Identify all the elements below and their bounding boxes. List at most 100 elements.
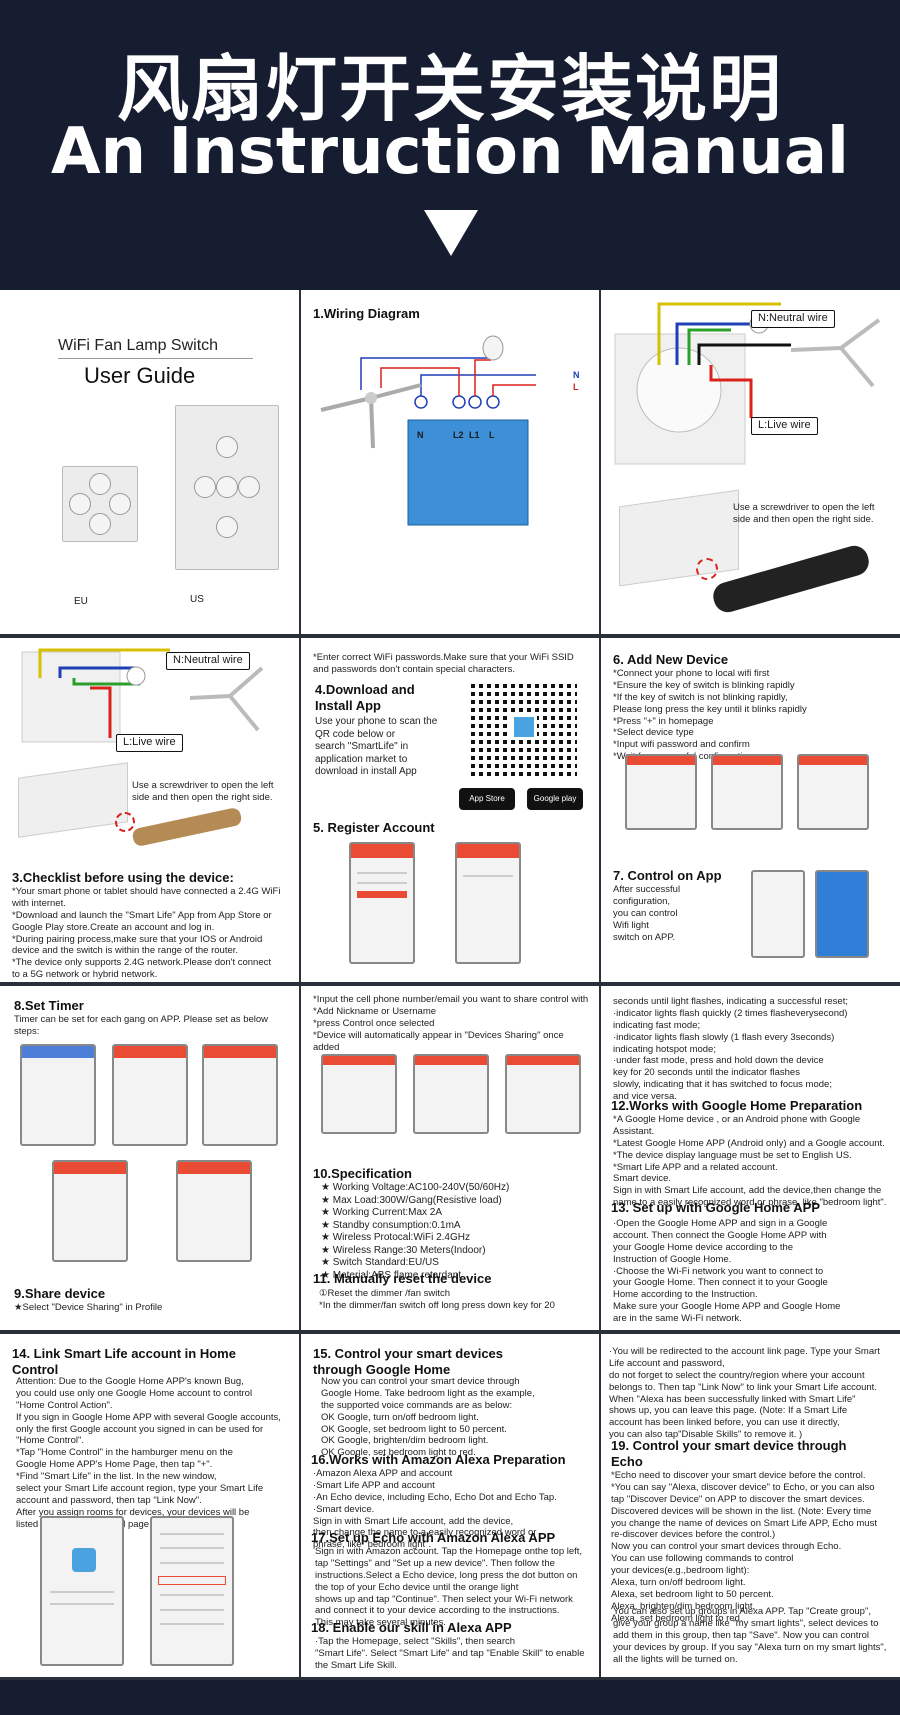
google-prep-title: 12.Works with Google Home Preparation xyxy=(611,1098,863,1113)
panel-google-alexa: 15. Control your smart devices through G… xyxy=(301,1334,599,1677)
phone-screenshot-fan xyxy=(815,870,869,958)
phone-screenshot-pairing xyxy=(711,754,783,830)
download-title: 4.Download and Install App xyxy=(315,682,415,714)
terminal-l2: L2 xyxy=(453,430,464,440)
echo-control-title: 19. Control your smart device through Ec… xyxy=(611,1438,847,1470)
skill-title: 18. Enable our skill in Alexa APP xyxy=(311,1620,512,1635)
neutral-wire-label: N:Neutral wire xyxy=(166,652,250,670)
phone-screenshot-verify xyxy=(455,842,521,964)
wiring-photo-svg xyxy=(614,302,881,465)
switch-button-icon xyxy=(89,473,111,495)
phone-screenshot-success xyxy=(797,754,869,830)
panel-checklist: N:Neutral wire L:Live wire Use a screwdr… xyxy=(0,638,299,982)
eu-label: EU xyxy=(74,596,88,607)
screwdriver-image xyxy=(131,806,243,848)
share-instructions: *Input the cell phone number/email you w… xyxy=(313,994,589,1053)
header-banner: 风扇灯开关安装说明 An Instruction Manual xyxy=(0,0,900,290)
spec-title: 10.Specification xyxy=(313,1166,412,1181)
link-body: Attention: Due to the Google Home APP's … xyxy=(16,1376,281,1530)
switch-back-image xyxy=(619,489,739,587)
echo-control-body: *Echo need to discover your smart device… xyxy=(611,1470,877,1624)
panel-download-app: *Enter correct WiFi passwords.Make sure … xyxy=(301,638,599,982)
guide-divider xyxy=(58,358,253,359)
add-device-title: 6. Add New Device xyxy=(613,652,729,667)
skill-body: ·Tap the Homepage, select "Skills", then… xyxy=(315,1636,585,1671)
wiring-title: 1.Wiring Diagram xyxy=(313,306,420,321)
pry-point-icon xyxy=(115,812,135,832)
panel-user-guide: WiFi Fan Lamp Switch User Guide EU US xyxy=(0,290,299,634)
phone-screenshot-control xyxy=(751,870,805,958)
wire-l-label: L xyxy=(573,382,579,392)
app-store-badge[interactable]: App Store xyxy=(459,788,515,810)
terminal-l1: L1 xyxy=(469,430,480,440)
phone-screenshot-add xyxy=(625,754,697,830)
google-prep-body: *A Google Home device , or an Android ph… xyxy=(613,1114,887,1209)
reset-continued: seconds until light flashes, indicating … xyxy=(613,996,848,1102)
phone-screenshot-timer-2 xyxy=(112,1044,188,1146)
echo-setup-body: Sign in with Amazon account. Tap the Hom… xyxy=(315,1546,583,1629)
wire-n-label: N xyxy=(573,370,580,380)
smartlife-logo-icon xyxy=(511,714,537,740)
neutral-wire-label: N:Neutral wire xyxy=(751,310,835,328)
us-label: US xyxy=(190,594,204,605)
google-play-badge[interactable]: Google play xyxy=(527,788,583,810)
wifi-note: *Enter correct WiFi passwords.Make sure … xyxy=(313,652,574,675)
switch-button-icon xyxy=(109,493,131,515)
alexa-prep-title: 16.Works with Amazon Alexa Preparation xyxy=(311,1452,566,1467)
checklist-title: 3.Checklist before using the device: xyxy=(12,870,234,885)
phone-screenshot-add-devices xyxy=(150,1516,234,1666)
panel-wiring-diagram: 1.Wiring Diagram N L2 L1 L N L xyxy=(301,290,599,634)
control-app-title: 7. Control on App xyxy=(613,868,722,883)
add-device-body: *Connect your phone to local wifi first … xyxy=(613,668,807,762)
checklist-body: *Your smart phone or tablet should have … xyxy=(12,886,281,981)
control-google-body: Now you can control your smart device th… xyxy=(321,1376,535,1459)
title-english: An Instruction Manual xyxy=(51,115,849,189)
google-setup-title: 13. Set up with Google Home APP xyxy=(611,1200,820,1215)
phone-screenshot-register xyxy=(349,842,415,964)
phone-screenshot-google-home xyxy=(40,1516,124,1666)
switch-button-icon xyxy=(194,476,216,498)
screwdriver-instruction: Use a screwdriver to open the left side … xyxy=(132,780,274,803)
phone-screenshot-timer-3 xyxy=(202,1044,278,1146)
guide-subtitle: User Guide xyxy=(84,363,196,388)
switch-button-icon xyxy=(89,513,111,535)
timer-body: Timer can be set for each gang on APP. P… xyxy=(14,1014,269,1037)
switch-button-icon xyxy=(216,436,238,458)
panel-set-timer: 8.Set Timer Timer can be set for each ga… xyxy=(0,986,299,1330)
guide-title: WiFi Fan Lamp Switch xyxy=(58,337,219,354)
screwdriver-instruction: Use a screwdriver to open the left side … xyxy=(733,502,875,525)
share-title: 9.Share device xyxy=(14,1286,106,1301)
eu-switch-image xyxy=(62,466,138,542)
live-wire-label: L:Live wire xyxy=(751,417,818,435)
alexa-prep-body: ·Amazon Alexa APP and account ·Smart Lif… xyxy=(313,1468,557,1551)
control-google-title: 15. Control your smart devices through G… xyxy=(313,1346,504,1378)
phone-screenshot-share-5 xyxy=(505,1054,581,1134)
spec-items: ★ Working Voltage:AC100-240V(50/60Hz) ★ … xyxy=(321,1182,510,1281)
down-arrow-icon xyxy=(424,210,478,256)
panel-echo-control: ·You will be redirected to the account l… xyxy=(601,1334,900,1677)
footer-band xyxy=(0,1680,900,1715)
phone-screenshot-share-4 xyxy=(413,1054,489,1134)
switch-back-image xyxy=(18,762,128,838)
panel-google-home: seconds until light flashes, indicating … xyxy=(601,986,900,1330)
timer-title: 8.Set Timer xyxy=(14,998,84,1013)
pry-point-icon xyxy=(696,558,718,580)
share-body: ★Select "Device Sharing" in Profile xyxy=(14,1302,163,1313)
phone-screenshot-share-1 xyxy=(52,1160,128,1262)
alexa-groups-text: You can also set up groups in Alexa APP.… xyxy=(613,1606,887,1665)
phone-screenshot-share-3 xyxy=(321,1054,397,1134)
reset-title: 11. Manually reset the device xyxy=(313,1271,492,1286)
account-link-intro: ·You will be redirected to the account l… xyxy=(609,1346,880,1441)
register-title: 5. Register Account xyxy=(313,820,435,835)
panel-link-account: 14. Link Smart Life account in Home Cont… xyxy=(0,1334,299,1677)
control-app-body: After successful configuration, you can … xyxy=(613,884,681,943)
reset-body: ①Reset the dimmer /fan switch *In the di… xyxy=(319,1288,555,1311)
download-body: Use your phone to scan the QR code below… xyxy=(315,716,438,777)
title-chinese: 风扇灯开关安装说明 xyxy=(116,47,783,131)
link-title: 14. Link Smart Life account in Home Cont… xyxy=(12,1346,236,1378)
wiring-diagram-svg xyxy=(320,335,536,526)
phone-screenshot-share-2 xyxy=(176,1160,252,1262)
phone-screenshot-timer-1 xyxy=(20,1044,96,1146)
panel-wiring-photo: N:Neutral wire L:Live wire Use a screwdr… xyxy=(601,290,900,634)
switch-button-icon xyxy=(216,516,238,538)
